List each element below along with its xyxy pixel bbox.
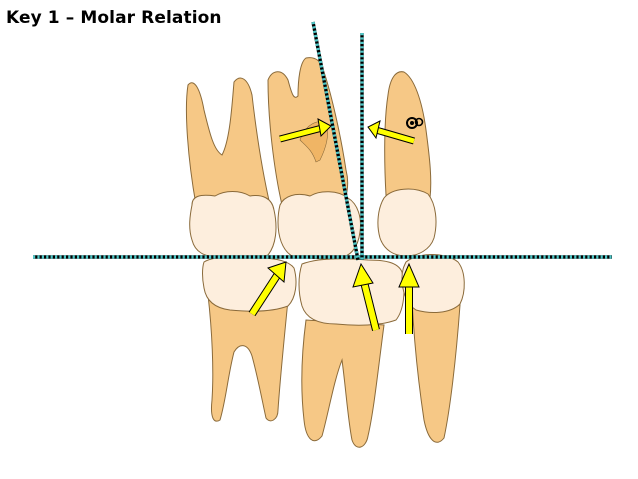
upper-molar-axis-line — [311, 21, 360, 261]
arrow-lower-molar-2 — [352, 262, 380, 331]
lower-molar-roots — [207, 294, 289, 422]
arrow-lower-molar-1 — [248, 261, 287, 317]
tooth-crown-symbol-icon — [406, 117, 424, 129]
upper-molar-crown — [189, 191, 277, 259]
lower-premolar-crown — [401, 254, 465, 313]
upper-premolar-2 — [267, 57, 361, 260]
lower-premolar-root — [411, 299, 461, 443]
lower-premolar — [401, 254, 465, 443]
slide-title: Key 1 – Molar Relation — [6, 8, 222, 28]
lower-molar-2-crown — [298, 258, 405, 326]
upper-premolar-1 — [377, 71, 437, 257]
upper-molar — [185, 77, 277, 259]
upper-molar-roots — [185, 77, 271, 206]
lower-molar — [202, 256, 297, 422]
lower-molar-2 — [298, 258, 405, 448]
arrow-upper-mesial — [279, 118, 332, 143]
arrow-upper-distal — [367, 120, 415, 145]
upper-premolar-1-crown — [377, 188, 437, 257]
arrow-lower-premolar — [398, 262, 420, 334]
lower-molar-2-roots — [301, 319, 385, 448]
upper-premolar-2-crown — [277, 191, 361, 260]
